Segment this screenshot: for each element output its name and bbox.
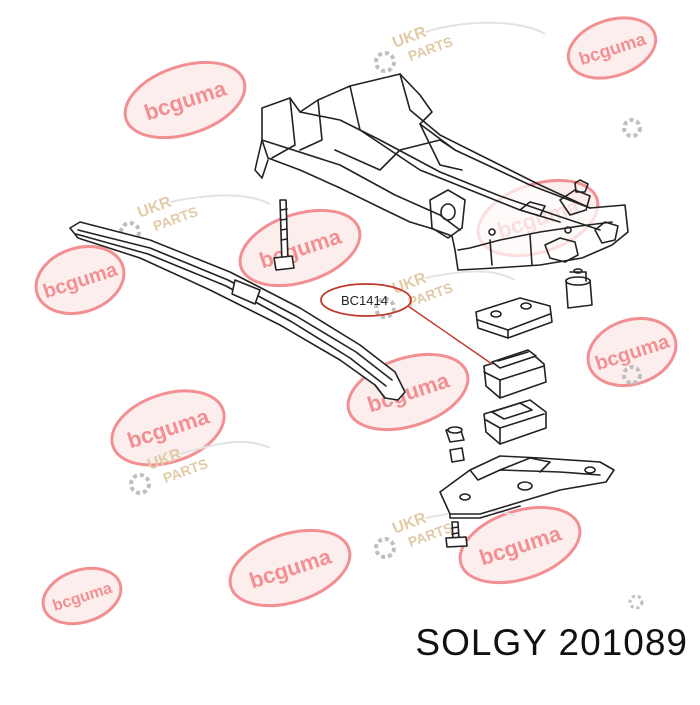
support-pad <box>475 297 553 339</box>
gear-icon <box>374 537 396 559</box>
gear-icon <box>129 473 151 495</box>
gear-icon <box>374 297 396 319</box>
part-callout: BC1414 <box>320 283 493 365</box>
bcguma-watermark-9: bcguma <box>228 528 352 608</box>
gear-icon <box>622 118 642 138</box>
bcguma-watermark-2: bcguma <box>566 16 658 80</box>
gear-icon <box>622 365 642 385</box>
callout-label: BC1414 <box>341 293 388 308</box>
product-caption: SOLGY 201089 <box>415 622 688 663</box>
leaf-spring <box>69 221 406 401</box>
gear-icon <box>374 51 396 73</box>
lower-block <box>483 399 547 445</box>
rear-subframe <box>254 73 629 271</box>
bcguma-watermark-7: bcguma <box>110 389 226 467</box>
bcguma-watermark-8: bcguma <box>586 317 678 387</box>
mounting-plate <box>439 455 615 519</box>
nut-upper <box>445 426 465 463</box>
ukr-parts-watermark-2: UKR PARTS <box>119 194 271 243</box>
gear-icon <box>628 594 644 610</box>
ukr-parts-watermark-1: UKR PARTS <box>374 21 546 73</box>
rubber-bushing <box>565 268 593 309</box>
rubber-mount <box>483 349 547 399</box>
callout-leader-line <box>407 305 493 365</box>
bcguma-watermark-11: bcguma <box>41 566 123 626</box>
bcguma-watermark-3: bcguma <box>34 245 126 315</box>
bcguma-watermark-1: bcguma <box>123 60 247 140</box>
long-bolt <box>273 199 295 271</box>
callout-oval <box>320 283 412 317</box>
small-bolt <box>445 521 468 548</box>
